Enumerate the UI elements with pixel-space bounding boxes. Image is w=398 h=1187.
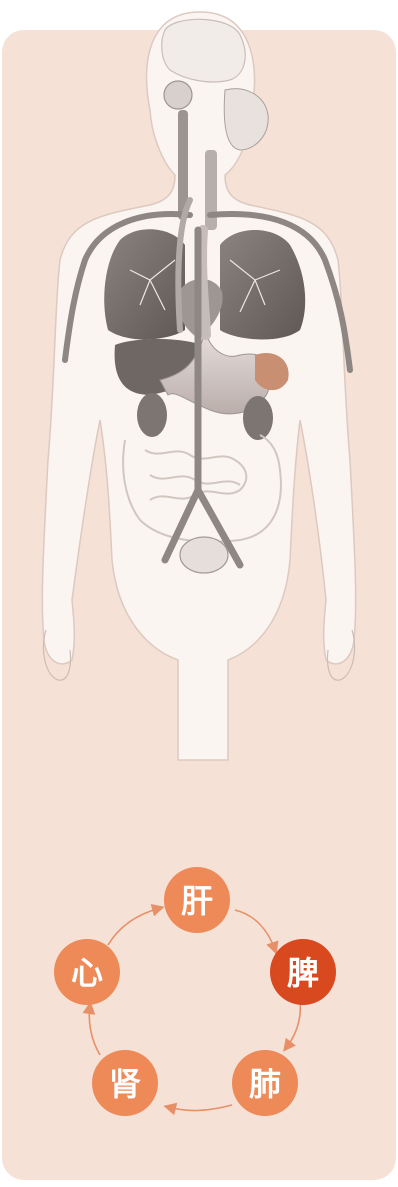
arrow-spleen-to-lung xyxy=(286,1000,300,1048)
svg-text:肝: 肝 xyxy=(181,882,213,920)
trachea xyxy=(205,150,217,230)
bladder xyxy=(180,537,228,573)
organ-node-kidney: 肾 xyxy=(92,1050,158,1116)
cerebellum xyxy=(164,81,192,109)
svg-text:肾: 肾 xyxy=(109,1065,141,1103)
organ-node-spleen: 脾 xyxy=(270,939,336,1005)
organ-node-liver: 肝 xyxy=(164,867,230,933)
human-anatomy-illustration xyxy=(0,0,398,860)
svg-text:心: 心 xyxy=(71,954,103,992)
arrow-liver-to-spleen xyxy=(235,910,275,950)
organ-cycle-diagram: 肝 脾 肺 肾 心 xyxy=(0,860,398,1160)
svg-text:肺: 肺 xyxy=(249,1065,281,1103)
arrow-heart-to-liver xyxy=(108,908,160,945)
esophagus xyxy=(202,230,206,335)
organ-node-lung: 肺 xyxy=(232,1050,298,1116)
organ-node-heart: 心 xyxy=(54,939,120,1005)
nasal-cavity xyxy=(224,89,268,150)
svg-text:脾: 脾 xyxy=(287,954,319,992)
left-kidney xyxy=(137,393,167,437)
arrow-lung-to-kidney xyxy=(168,1105,232,1111)
left-lung xyxy=(104,229,185,339)
right-kidney xyxy=(243,396,273,440)
arrow-kidney-to-heart xyxy=(89,1006,100,1055)
brain xyxy=(162,19,245,82)
